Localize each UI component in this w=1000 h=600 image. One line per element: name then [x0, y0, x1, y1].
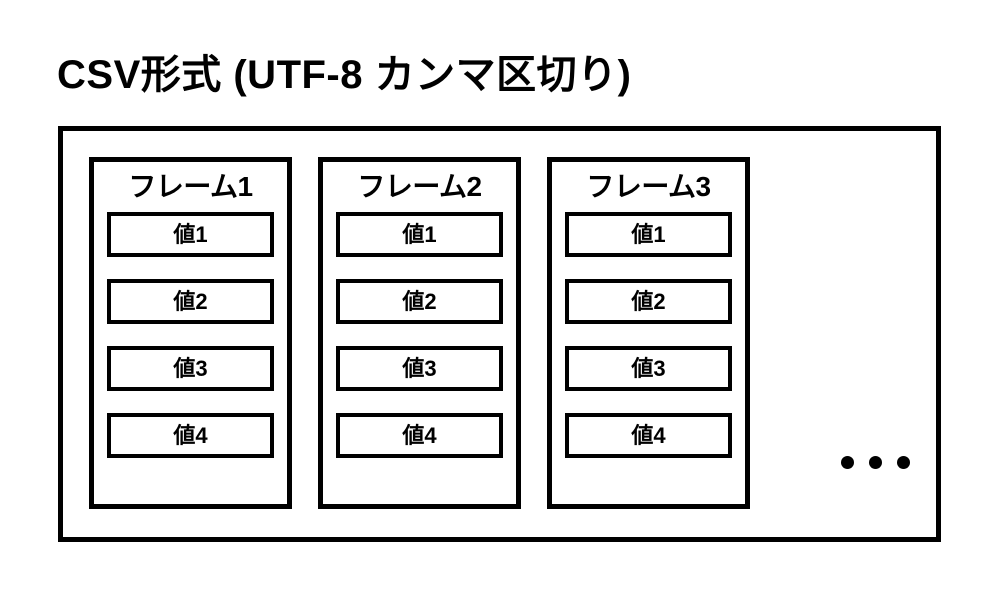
frames-row: フレーム1 値1 値2 値3 値4: [89, 157, 750, 509]
frame-label-1: フレーム1: [128, 171, 253, 202]
ellipsis-icon: [841, 456, 910, 469]
value-label-1-2: 値2: [173, 288, 208, 314]
value-label-2-4: 値4: [402, 422, 437, 448]
frame-box-2: フレーム2 値1 値2 値3 値4: [318, 157, 521, 509]
frame-label-3: フレーム3: [586, 171, 711, 202]
ellipsis-dot-2: [869, 456, 882, 469]
value-label-3-2: 値2: [631, 288, 666, 314]
value-box-2-2: 値2: [336, 279, 503, 324]
value-box-2-4: 値4: [336, 413, 503, 458]
value-label-3-3: 値3: [631, 355, 666, 381]
value-list-3: 値1 値2 値3 値4: [565, 212, 732, 458]
value-list-2: 値1 値2 値3 値4: [336, 212, 503, 458]
frame-label-2: フレーム2: [357, 171, 482, 202]
value-label-1-3: 値3: [173, 355, 208, 381]
value-box-3-2: 値2: [565, 279, 732, 324]
value-box-1-1: 値1: [107, 212, 274, 257]
value-label-1-1: 値1: [173, 221, 208, 247]
value-label-2-2: 値2: [402, 288, 437, 314]
value-label-1-4: 値4: [173, 422, 208, 448]
value-label-3-1: 値1: [631, 221, 666, 247]
frame-box-1: フレーム1 値1 値2 値3 値4: [89, 157, 292, 509]
ellipsis-dot-3: [897, 456, 910, 469]
value-box-1-2: 値2: [107, 279, 274, 324]
value-list-1: 値1 値2 値3 値4: [107, 212, 274, 458]
page-title: CSV形式 (UTF-8 カンマ区切り): [57, 53, 632, 97]
csv-file-container: フレーム1 値1 値2 値3 値4: [58, 126, 941, 542]
value-box-3-1: 値1: [565, 212, 732, 257]
value-box-1-4: 値4: [107, 413, 274, 458]
frame-box-3: フレーム3 値1 値2 値3 値4: [547, 157, 750, 509]
value-label-2-1: 値1: [402, 221, 437, 247]
value-box-1-3: 値3: [107, 346, 274, 391]
value-box-2-1: 値1: [336, 212, 503, 257]
value-label-2-3: 値3: [402, 355, 437, 381]
value-box-2-3: 値3: [336, 346, 503, 391]
ellipsis-dot-1: [841, 456, 854, 469]
value-box-3-4: 値4: [565, 413, 732, 458]
value-label-3-4: 値4: [631, 422, 666, 448]
value-box-3-3: 値3: [565, 346, 732, 391]
